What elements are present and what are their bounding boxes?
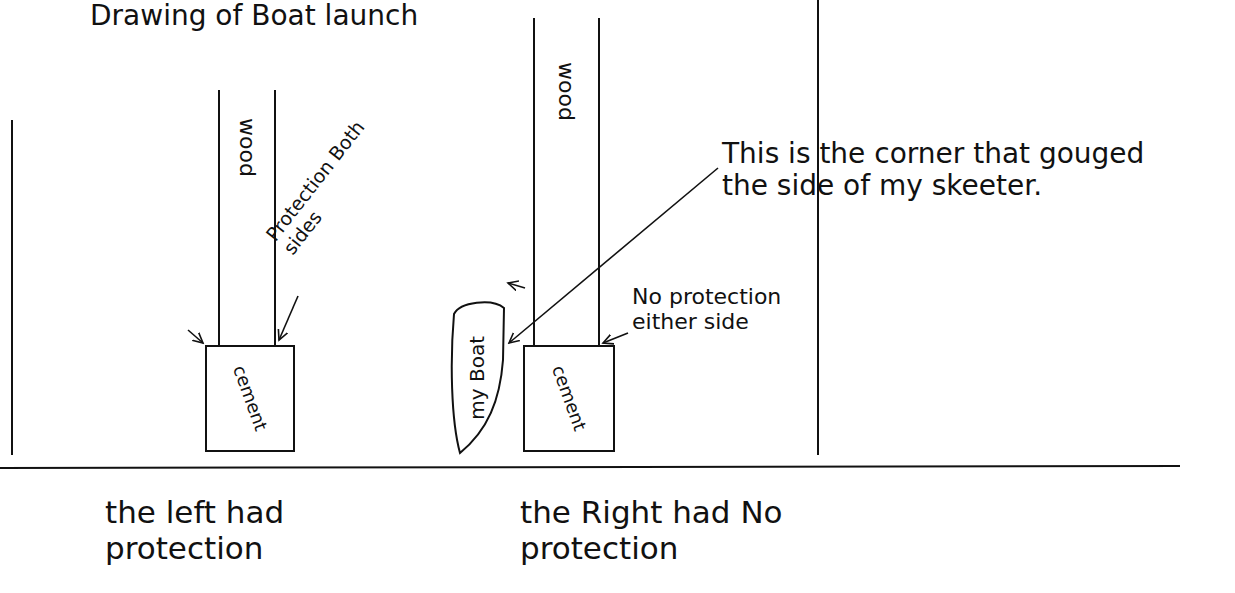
boat-outline-path (452, 302, 504, 453)
wall-line (11, 120, 13, 455)
note-label: No protection either side (632, 284, 782, 335)
node-text: wood (235, 118, 260, 177)
node-text: cement (547, 363, 590, 434)
callout-note: This is the corner that gouged the side … (722, 138, 1192, 202)
caption-label: the Right had No protection (520, 495, 810, 566)
caption-label: the left had protection (105, 495, 305, 566)
leader-arrow (508, 283, 525, 288)
note-label: Protection Both sides (262, 106, 395, 259)
ground-line (0, 466, 1180, 468)
node-text: wood (554, 62, 579, 121)
node-text: cement (228, 363, 271, 434)
cement-base: cement (205, 345, 295, 452)
diagram-title: Drawing of Boat launch (90, 0, 418, 32)
boat-shape: my Boat (448, 300, 506, 455)
cement-base: cement (523, 345, 615, 452)
leader-arrow (603, 333, 628, 343)
leader-arrow (279, 296, 298, 340)
wood-post: wood (533, 18, 600, 345)
leader-arrow (188, 330, 203, 343)
node-text: my Boat (465, 336, 489, 420)
wall-line (817, 0, 819, 455)
wood-post: wood (218, 90, 276, 345)
